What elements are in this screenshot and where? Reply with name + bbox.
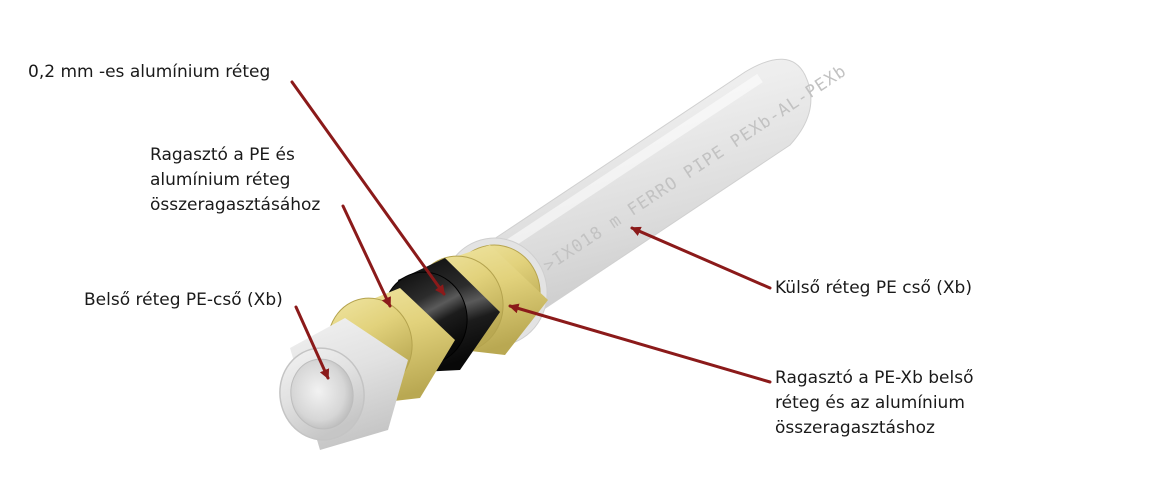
arrow-inner bbox=[294, 305, 330, 380]
callout-arrows bbox=[290, 80, 772, 384]
label-line: Belső réteg PE-cső (Xb) bbox=[84, 290, 283, 310]
arrow-adhesive-bottom bbox=[508, 303, 772, 384]
label-line: összeragasztáshoz bbox=[775, 418, 935, 438]
label-inner-layer: Belső réteg PE-cső (Xb) bbox=[84, 288, 283, 313]
pipe-print-text: >IX018 m FERRO PIPE PEXb-AL-PEXb bbox=[540, 61, 851, 276]
inner-pe-layer bbox=[279, 318, 408, 450]
label-adhesive-pe-aluminium: Ragasztó a PE és alumínium réteg összera… bbox=[150, 143, 320, 218]
label-line: Ragasztó a PE és bbox=[150, 145, 295, 165]
label-aluminium-layer: 0,2 mm -es alumínium réteg bbox=[28, 60, 270, 85]
label-line: alumínium réteg bbox=[150, 170, 291, 190]
label-line: összeragasztásához bbox=[150, 195, 321, 215]
label-line: réteg és az alumínium bbox=[775, 393, 965, 413]
label-line: 0,2 mm -es alumínium réteg bbox=[28, 62, 271, 82]
arrow-adhesive-top bbox=[341, 204, 392, 308]
label-line: Külső réteg PE cső (Xb) bbox=[775, 278, 972, 298]
arrow-outer bbox=[630, 226, 772, 290]
arrow-aluminium bbox=[290, 80, 446, 296]
label-adhesive-pexb-aluminium: Ragasztó a PE-Xb belső réteg és az alumí… bbox=[775, 366, 974, 441]
label-line: Ragasztó a PE-Xb belső bbox=[775, 368, 974, 388]
label-outer-layer: Külső réteg PE cső (Xb) bbox=[775, 276, 972, 301]
